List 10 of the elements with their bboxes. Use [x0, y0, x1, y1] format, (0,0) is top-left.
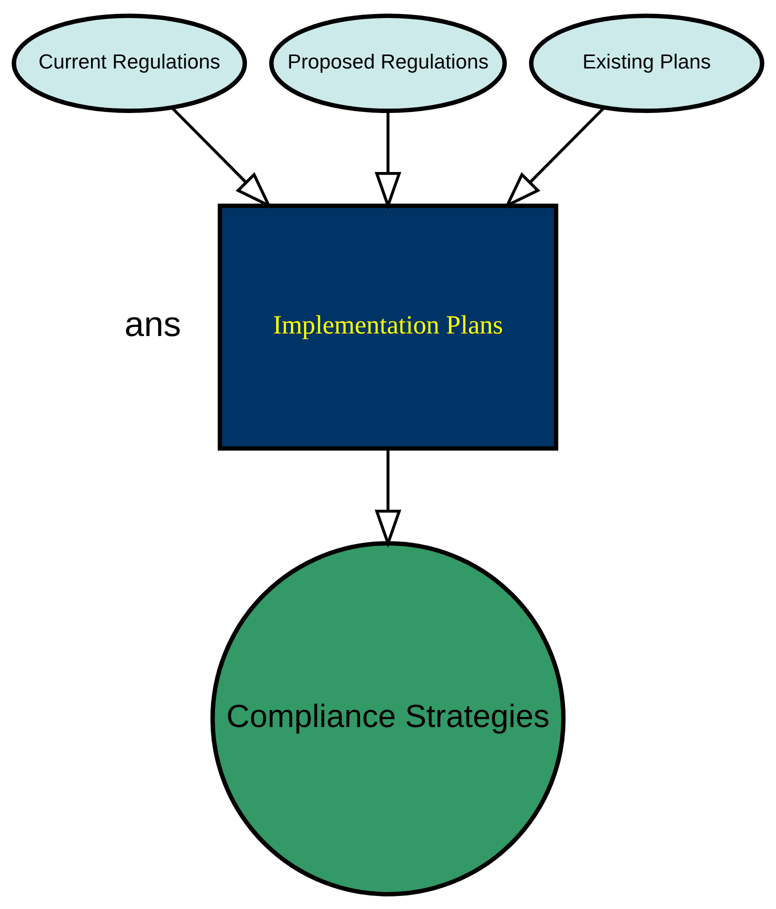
arrow [171, 106, 272, 208]
arrow [374, 110, 402, 210]
arrow [504, 106, 605, 208]
node-circle: Compliance Strategies [210, 540, 566, 896]
node-ellipse: Current Regulations [12, 13, 247, 113]
label: ans [124, 304, 181, 344]
node-ellipse: Proposed Regulations [269, 13, 507, 113]
arrow [374, 448, 402, 548]
node-box: Implementation Plans [218, 203, 558, 450]
node-ellipse: Existing Plans [529, 13, 764, 113]
